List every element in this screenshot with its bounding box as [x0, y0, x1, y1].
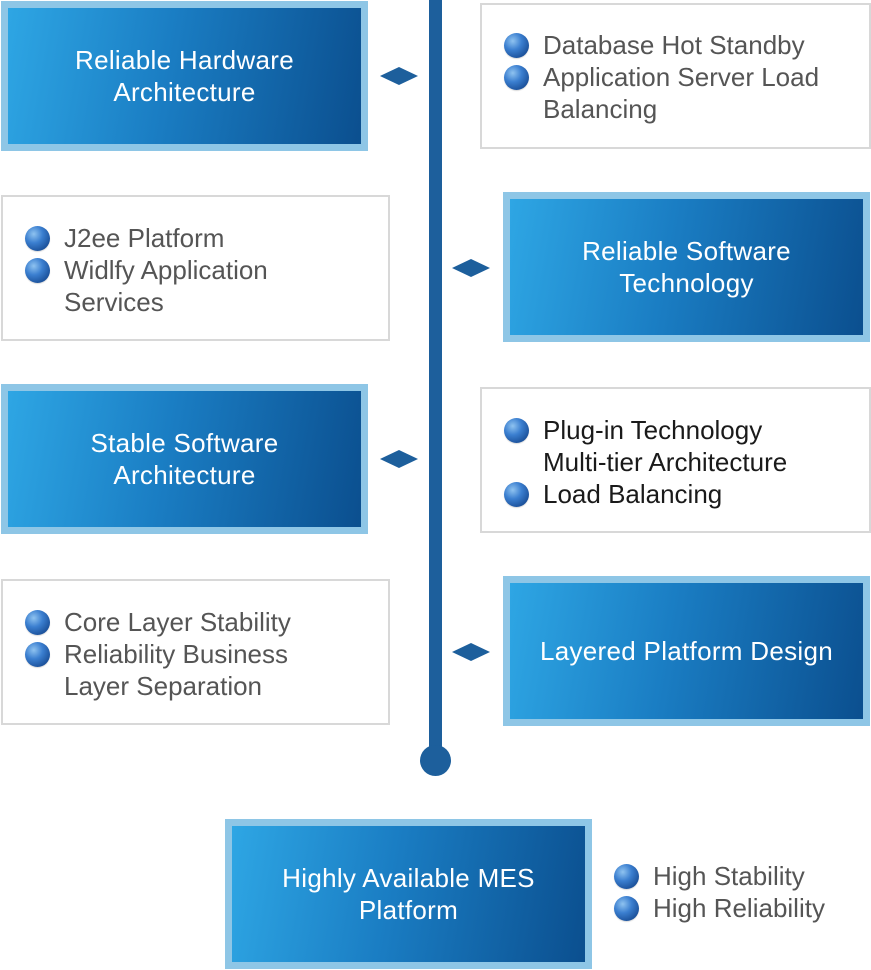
list-item: Database Hot Standby: [504, 29, 869, 61]
bullet-icon: [25, 610, 50, 635]
detail-stable-arch-item-2: Multi-tier Architecture: [543, 447, 788, 477]
list-item: Reliability Business Layer Separation: [25, 638, 345, 702]
list-item: High Reliability: [614, 892, 869, 924]
list-item: Core Layer Stability: [25, 606, 345, 638]
bullet-icon: [25, 226, 50, 251]
connector-diamond-4: [452, 643, 490, 661]
list-item: Widlfy Application Services: [25, 254, 345, 318]
list-item: Application Server Load Balancing: [504, 61, 869, 125]
detail-software-tech-item-2: Widlfy Application Services: [64, 255, 268, 317]
bullet-icon: [504, 33, 529, 58]
connector-diamond-2: [452, 259, 490, 277]
detail-stable-arch-item-1: Plug-in Technology: [543, 415, 763, 445]
connector-diamond-1: [380, 67, 418, 85]
bullet-icon: [614, 864, 639, 889]
bullet-icon: [25, 642, 50, 667]
feature-software-tech-label: Reliable Software Technology: [510, 199, 863, 335]
detail-mes-item-1: High Stability: [653, 861, 805, 891]
detail-mes-item-2: High Reliability: [653, 893, 825, 923]
detail-hardware-item-2: Application Server Load Balancing: [543, 62, 820, 124]
feature-hardware: Reliable Hardware Architecture: [1, 1, 368, 151]
timeline-end-dot: [420, 745, 451, 776]
detail-stable-arch: Plug-in Technology Multi-tier Architectu…: [480, 387, 871, 533]
list-item: Multi-tier Architecture: [504, 446, 869, 478]
list-item: Load Balancing: [504, 478, 869, 510]
detail-hardware-item-1: Database Hot Standby: [543, 30, 805, 60]
feature-mes-platform-label: Highly Available MES Platform: [232, 826, 585, 962]
feature-stable-arch: Stable Software Architecture: [1, 384, 368, 534]
detail-layered-item-2: Reliability Business Layer Separation: [64, 639, 288, 701]
bullet-icon: [25, 258, 50, 283]
bullet-icon: [504, 418, 529, 443]
list-item: J2ee Platform: [25, 222, 345, 254]
detail-layered: Core Layer Stability Reliability Busines…: [1, 579, 390, 725]
feature-software-tech: Reliable Software Technology: [503, 192, 870, 342]
list-item: High Stability: [614, 860, 869, 892]
feature-layered: Layered Platform Design: [503, 576, 870, 726]
detail-software-tech: J2ee Platform Widlfy Application Service…: [1, 195, 390, 341]
detail-layered-item-1: Core Layer Stability: [64, 607, 291, 637]
feature-mes-platform: Highly Available MES Platform: [225, 819, 592, 969]
list-item: Plug-in Technology: [504, 414, 869, 446]
feature-stable-arch-label: Stable Software Architecture: [8, 391, 361, 527]
detail-software-tech-item-1: J2ee Platform: [64, 223, 225, 253]
timeline-line: [429, 0, 442, 760]
feature-hardware-label: Reliable Hardware Architecture: [8, 8, 361, 144]
bullet-icon: [614, 896, 639, 921]
bullet-icon: [504, 65, 529, 90]
detail-stable-arch-item-3: Load Balancing: [543, 479, 723, 509]
detail-mes-platform: High Stability High Reliability: [614, 860, 869, 924]
bullet-icon: [504, 482, 529, 507]
detail-hardware: Database Hot Standby Application Server …: [480, 3, 871, 149]
feature-layered-label: Layered Platform Design: [510, 583, 863, 719]
connector-diamond-3: [380, 450, 418, 468]
